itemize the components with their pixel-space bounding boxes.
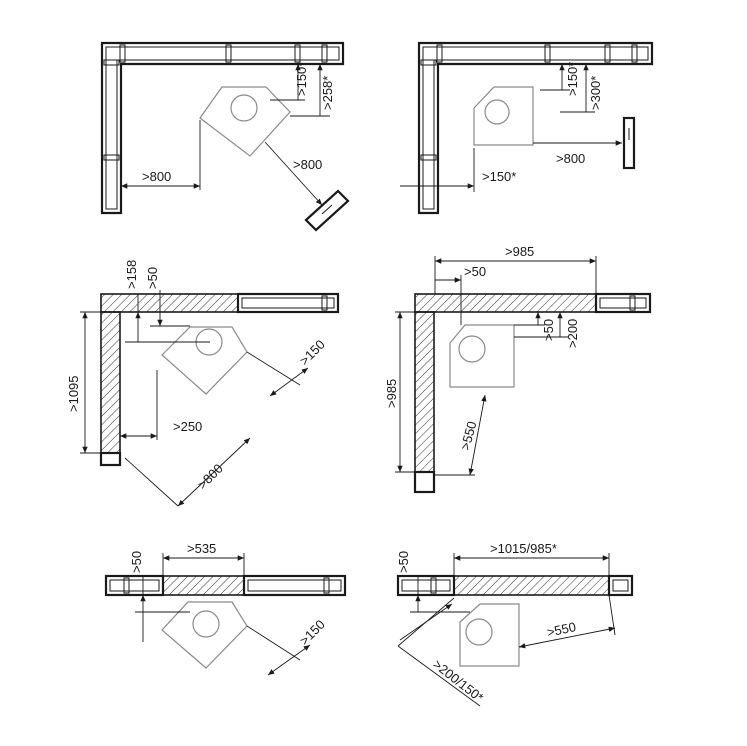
diagram-6-label-b: >1015/985* [490,541,557,556]
diagram-3-label-d: >150 [297,337,328,368]
diagram-2-fixture [473,86,534,146]
diagram-2-corner-walls [417,41,654,215]
diagram-3-label-b: >50 [145,267,160,289]
diagram-6-dimensions [397,553,616,707]
diagram-6-wall [396,574,634,597]
diagram-2-label-c: >800 [556,151,585,166]
diagram-5-label-b: >535 [187,541,216,556]
diagram-2-label-a: >150* [565,62,580,96]
diagram-5-label-a: >50 [129,551,144,573]
diagram-2-label-b: >300* [588,76,603,110]
diagram-1-corner-walls [100,41,350,232]
diagram-1-label-a: >150* [294,62,309,96]
diagram-1-door [304,189,350,232]
diagram-6-fixture [459,603,520,667]
diagram-1-label-d: >800 [142,169,171,184]
diagram-4-label-a: >985 [505,244,534,259]
diagram-3-fixture [161,326,248,395]
diagram-5-fixture [161,601,248,669]
diagram-2-door [622,116,636,170]
diagram-2-dimensions [400,64,622,192]
diagram-4-label-c: >985 [384,379,399,408]
diagram-4-label-e: >200 [565,319,580,348]
diagram-3-label-e: >250 [173,419,202,434]
diagram-4-label-b: >50 [464,264,486,279]
diagram-5-dimensions [135,553,311,676]
diagram-3-corner-walls [99,292,340,467]
diagram-1-fixture [199,86,291,157]
diagram-3-label-c: >1095 [66,375,81,412]
diagram-1-label-b: >258* [320,76,335,110]
diagram-3-dimensions [80,290,309,507]
diagram-1-label-c: >800 [293,157,322,172]
diagram-5-label-c: >150 [297,617,328,648]
diagram-2-label-d: >150* [482,169,516,184]
diagram-6-label-a: >50 [396,551,411,573]
diagram-5-wall [104,574,347,597]
diagram-4-label-f: >550 [457,420,479,452]
diagram-4-corner-walls [413,292,652,494]
diagram-1-dimensions [121,64,330,206]
diagram-6-label-c: >550 [546,619,578,640]
diagram-4-dimensions [395,256,597,476]
diagram-4-fixture [449,324,515,388]
diagram-3-label-a: >158 [124,260,139,289]
diagram-4-label-d: >50 [541,319,556,341]
